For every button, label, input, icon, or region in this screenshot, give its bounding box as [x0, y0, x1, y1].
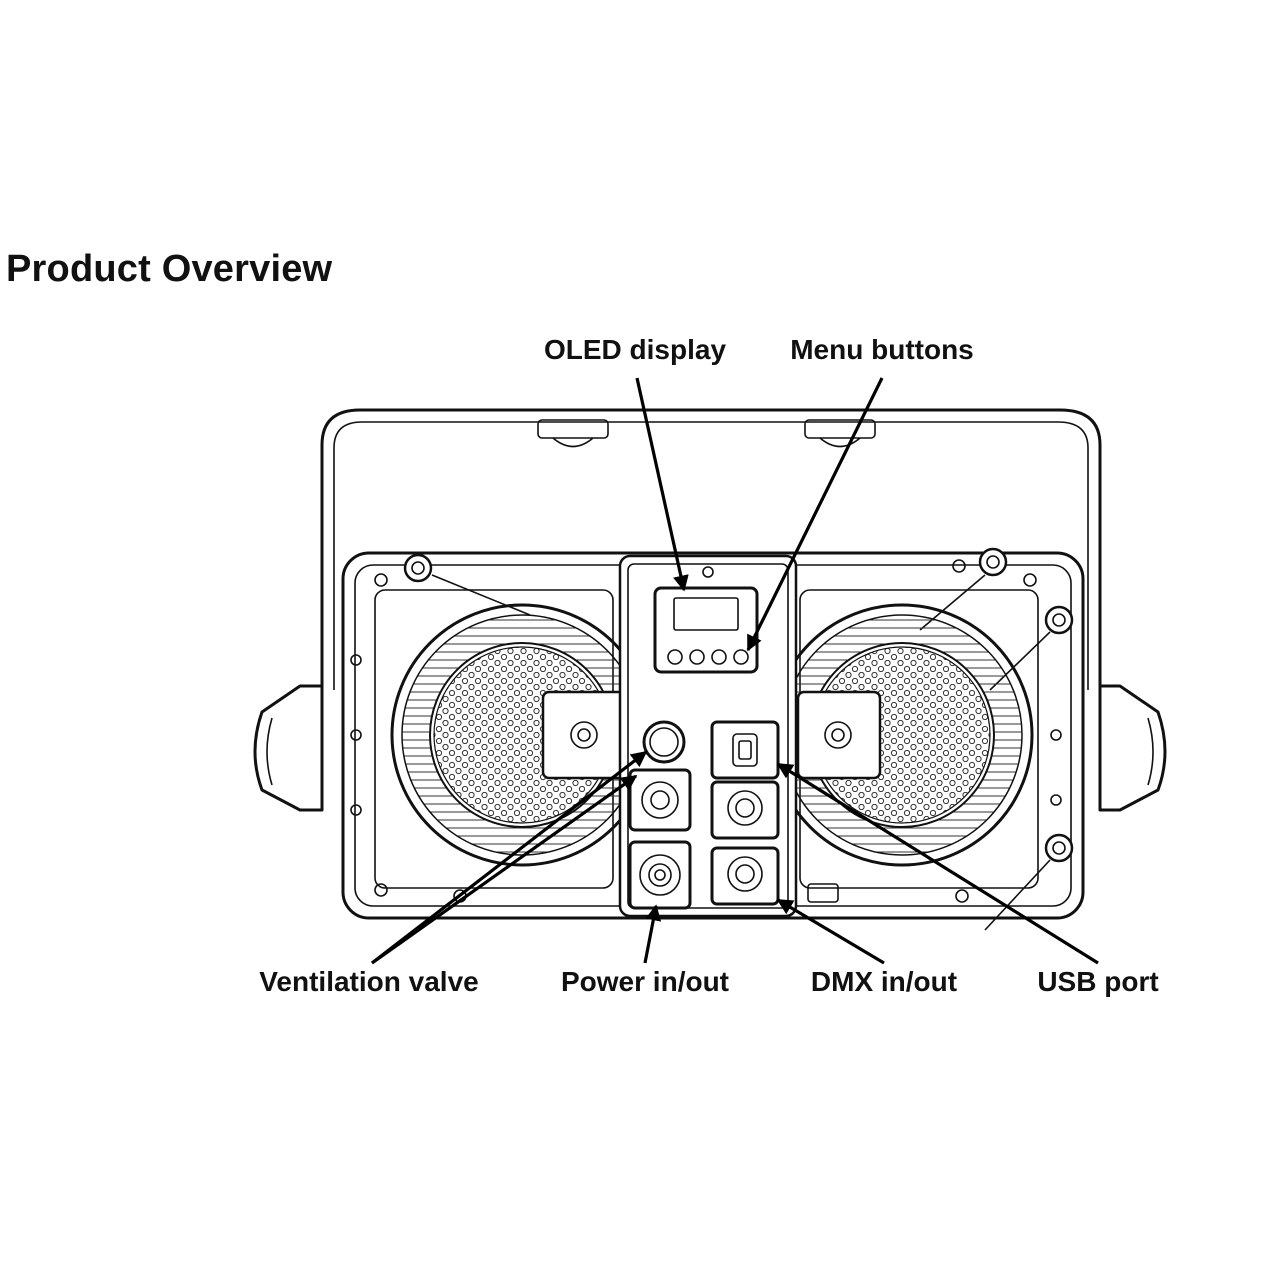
- dmx-in-out-label: DMX in/out: [810, 966, 958, 997]
- usb-port: [710, 720, 780, 780]
- page-title: Product Overview: [6, 248, 333, 290]
- oled-display-label: OLED display: [543, 334, 727, 365]
- menu-buttons-arrow: [746, 377, 884, 652]
- ventilation-valve-arrow: [371, 750, 648, 965]
- ventilation-valve: [642, 720, 686, 764]
- oled-display-arrow: [635, 377, 689, 592]
- dmx-in-connector: [710, 780, 780, 840]
- power-in-out-arrow-2: [371, 774, 638, 965]
- power-in-out-arrow-1: [643, 904, 662, 964]
- menu-buttons: [667, 649, 749, 665]
- left-yoke-knob: [253, 684, 324, 812]
- yoke-bracket: [320, 408, 1102, 692]
- usb-port-arrow: [776, 762, 1099, 965]
- right-led-module: [770, 603, 1034, 867]
- left-led-module: [390, 603, 654, 867]
- ventilation-valve-label: Ventilation valve: [259, 966, 479, 997]
- usb-port-label: USB port: [1037, 966, 1159, 997]
- dmx-out-connector: [710, 846, 780, 906]
- menu-buttons-label: Menu buttons: [790, 334, 974, 365]
- power-in-out-label: Power in/out: [561, 966, 729, 997]
- power-in-connector: [628, 768, 692, 832]
- dmx-in-out-arrow: [776, 898, 885, 965]
- right-yoke-knob: [1098, 684, 1167, 812]
